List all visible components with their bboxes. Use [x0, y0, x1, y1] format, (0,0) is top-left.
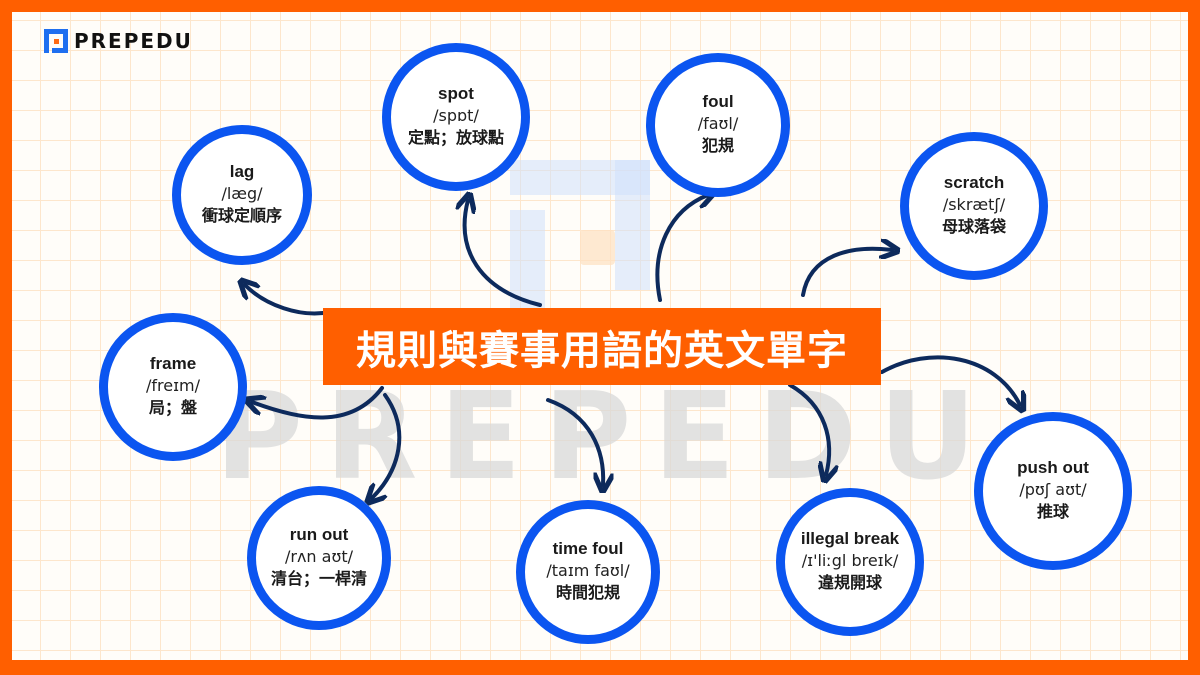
term-meaning: 衝球定順序	[201, 208, 282, 225]
term-ipa: /skrætʃ/	[942, 195, 1006, 214]
term-ipa: /ɪ'liːgl breɪk/	[801, 551, 899, 570]
arrow-to-push-out	[880, 355, 1020, 405]
term-meaning: 違規開球	[817, 575, 882, 592]
term-node-foul: foul /faʊl/ 犯規	[646, 53, 790, 197]
term-ipa: /spɒt/	[433, 106, 479, 125]
term-meaning: 犯規	[701, 138, 734, 155]
arrow-to-foul	[655, 195, 708, 302]
term-word: lag	[229, 162, 255, 181]
term-word: illegal break	[800, 529, 900, 548]
term-node-time-foul: time foul /taɪm faʊl/ 時間犯規	[516, 500, 660, 644]
arrow-to-run-out	[372, 393, 402, 498]
arrow-to-illegal-break	[788, 383, 829, 475]
term-node-run-out: run out /rʌn aʊt/ 清台；一桿清	[247, 486, 391, 630]
term-ipa: /pʊʃ aʊt/	[1019, 480, 1087, 499]
term-node-spot: spot /spɒt/ 定點；放球點	[382, 43, 530, 191]
term-node-illegal-break: illegal break /ɪ'liːgl breɪk/ 違規開球	[776, 488, 924, 636]
term-meaning: 母球落袋	[941, 219, 1006, 236]
term-word: frame	[149, 354, 197, 373]
term-meaning: 局；盤	[148, 400, 197, 417]
watermark-logo-icon	[510, 160, 650, 310]
arrow-to-scratch	[801, 249, 892, 297]
term-ipa: /taɪm faʊl/	[546, 561, 630, 580]
term-node-push-out: push out /pʊʃ aʊt/ 推球	[974, 412, 1132, 570]
arrow-to-spot	[465, 200, 542, 307]
term-meaning: 定點；放球點	[407, 130, 504, 147]
term-meaning: 清台；一桿清	[270, 571, 367, 588]
term-ipa: /rʌn aʊt/	[284, 547, 353, 566]
term-meaning: 推球	[1036, 504, 1069, 521]
term-node-frame: frame /freɪm/ 局；盤	[99, 313, 247, 461]
term-word: scratch	[943, 173, 1005, 192]
term-word: foul	[702, 92, 734, 111]
arrow-to-lag	[245, 285, 332, 316]
term-ipa: /læg/	[221, 184, 263, 203]
term-node-lag: lag /læg/ 衝球定順序	[172, 125, 312, 265]
prepedu-logo-icon	[44, 29, 68, 53]
brand-name: PREPEDU	[74, 29, 193, 53]
diagram-title: 規則與賽事用語的英文單字	[323, 308, 881, 385]
brand-logo: PREPEDU	[44, 29, 193, 53]
arrow-to-time-foul	[546, 398, 603, 485]
term-word: push out	[1017, 458, 1089, 477]
term-word: spot	[438, 84, 474, 103]
arrow-to-frame	[252, 386, 384, 420]
term-word: time foul	[552, 539, 624, 558]
term-node-scratch: scratch /skrætʃ/ 母球落袋	[900, 132, 1048, 280]
term-ipa: /faʊl/	[697, 114, 739, 133]
term-ipa: /freɪm/	[145, 376, 200, 395]
term-meaning: 時間犯規	[555, 585, 620, 602]
term-word: run out	[289, 525, 349, 544]
